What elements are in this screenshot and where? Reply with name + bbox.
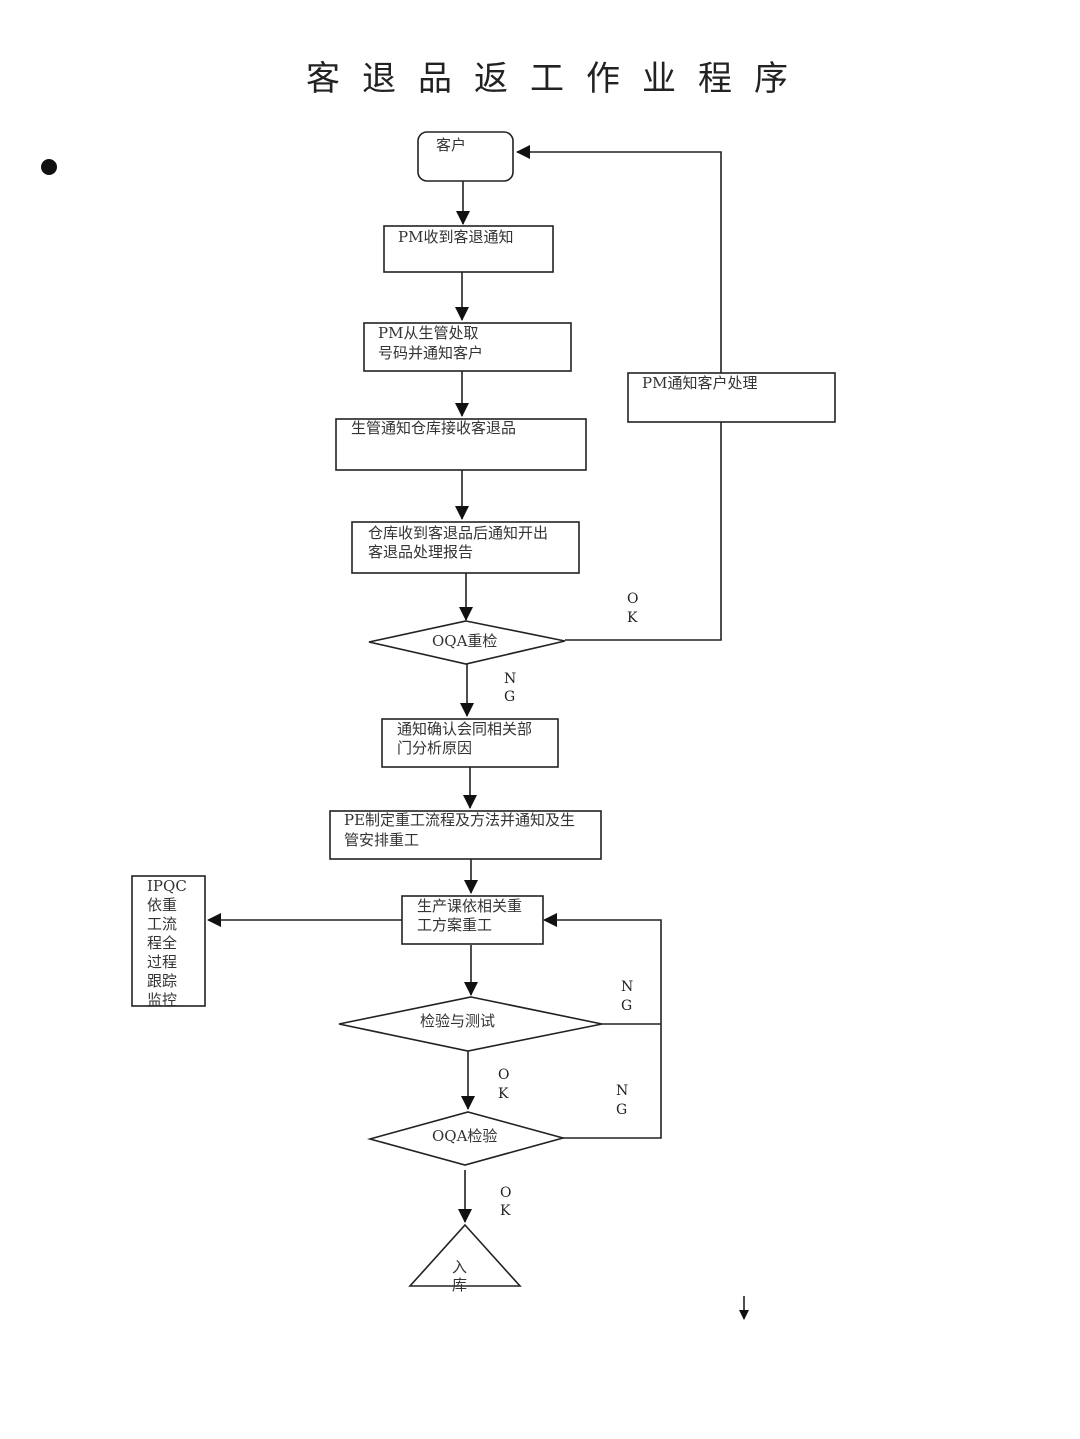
- label-inspect-test-ng-n: N: [621, 979, 633, 995]
- node-production-rework-line2: 工方案重工: [417, 916, 492, 934]
- node-pe-rework-plan: PE制定重工流程及方法并通知及生 管安排重工: [329, 810, 602, 860]
- node-pm-receive-shape: [383, 225, 554, 273]
- node-production-rework-line1: 生产课依相关重: [417, 897, 522, 915]
- node-oqa-recheck: OQA重检: [368, 620, 566, 665]
- label-oqa-recheck-ng-n: N: [504, 671, 516, 687]
- node-pc-notify-warehouse: 生管通知仓库接收客退品: [335, 418, 587, 471]
- node-stock-in: 入 库: [408, 1223, 522, 1294]
- node-warehouse-report-line1: 仓库收到客退品后通知开出: [368, 524, 548, 542]
- connectors: [207, 145, 749, 1320]
- page-title: 客退品返工作业程序: [306, 59, 810, 99]
- node-stock-in-line1: 入: [452, 1258, 467, 1276]
- node-warehouse-report-shape: [351, 521, 580, 574]
- label-oqa-recheck-ng-g: G: [504, 689, 515, 705]
- node-oqa-recheck-label: OQA重检: [432, 632, 497, 650]
- label-inspect-test-ok-k: K: [498, 1086, 509, 1102]
- node-ipqc-monitor-line1: IPQC: [147, 877, 187, 895]
- node-ipqc-monitor-line5: 过程: [147, 953, 177, 971]
- node-warehouse-report: 仓库收到客退品后通知开出 客退品处理报告: [351, 521, 580, 574]
- node-inspect-test-shape: [338, 996, 603, 1052]
- node-ipqc-monitor-line7: 监控: [147, 991, 177, 1009]
- label-oqa-inspect-ng-g: G: [616, 1102, 627, 1118]
- node-pm-receive-label: PM收到客退通知: [398, 228, 513, 246]
- edge-oqa-inspect-ng: [543, 913, 662, 1139]
- edge-labels: O K N G N G O K N G O K: [498, 591, 638, 1219]
- node-pc-notify-warehouse-shape: [335, 418, 587, 471]
- node-analyze-cause-line2: 门分析原因: [397, 739, 472, 757]
- node-stock-in-line2: 库: [452, 1276, 467, 1294]
- bullet-icon: [41, 159, 57, 175]
- node-pe-rework-plan-shape: [329, 810, 602, 860]
- node-pe-rework-plan-line2: 管安排重工: [344, 831, 419, 849]
- node-pm-notify-customer: PM通知客户处理: [627, 372, 836, 423]
- node-stock-in-shape: [408, 1223, 522, 1287]
- node-analyze-cause-shape: [381, 718, 559, 768]
- node-analyze-cause-line1: 通知确认会同相关部: [397, 720, 532, 738]
- node-pm-get-number-line1: PM从生管处取: [378, 324, 478, 342]
- node-ipqc-monitor-line2: 依重: [147, 896, 177, 914]
- node-analyze-cause: 通知确认会同相关部 门分析原因: [381, 718, 559, 768]
- node-customer-label: 客户: [436, 136, 466, 154]
- node-pm-notify-customer-label: PM通知客户处理: [642, 374, 757, 392]
- node-ipqc-monitor-line6: 跟踪: [147, 972, 177, 990]
- node-ipqc-monitor: IPQC 依重 工流 程全 过程 跟踪 监控: [131, 875, 206, 1009]
- label-inspect-test-ng-g: G: [621, 998, 632, 1014]
- node-ipqc-monitor-line4: 程全: [147, 934, 177, 952]
- node-pm-get-number-line2: 号码并通知客户: [378, 344, 483, 362]
- label-oqa-inspect-ng-n: N: [616, 1083, 628, 1099]
- node-oqa-inspect: OQA检验: [366, 1111, 567, 1166]
- node-production-rework-shape: [401, 895, 544, 945]
- node-pm-get-number: PM从生管处取 号码并通知客户: [363, 322, 572, 372]
- node-pe-rework-plan-line1: PE制定重工流程及方法并通知及生: [344, 811, 575, 829]
- node-oqa-recheck-shape: [368, 620, 566, 665]
- node-pm-get-number-shape: [363, 322, 572, 372]
- label-oqa-inspect-ok-k: K: [500, 1203, 511, 1219]
- node-inspect-test-label: 检验与测试: [420, 1012, 495, 1030]
- node-warehouse-report-line2: 客退品处理报告: [368, 543, 473, 561]
- node-pm-notify-customer-shape: [627, 372, 836, 423]
- edge-pm-notify-customer-to-customer: [516, 145, 722, 373]
- label-oqa-recheck-ok-k: K: [627, 610, 638, 626]
- node-pc-notify-warehouse-label: 生管通知仓库接收客退品: [351, 419, 516, 437]
- edge-oqa-recheck-ok: [565, 422, 722, 641]
- node-customer: 客户: [417, 131, 514, 182]
- label-oqa-recheck-ok-o: O: [627, 591, 638, 607]
- node-inspect-test: 检验与测试: [338, 996, 603, 1052]
- node-pm-receive: PM收到客退通知: [383, 225, 554, 273]
- node-customer-shape: [417, 131, 514, 182]
- node-ipqc-monitor-line3: 工流: [147, 915, 177, 933]
- node-production-rework: 生产课依相关重 工方案重工: [401, 895, 544, 945]
- label-oqa-inspect-ok-o: O: [500, 1185, 511, 1201]
- label-inspect-test-ok-o: O: [498, 1067, 509, 1083]
- node-oqa-inspect-shape: [366, 1111, 567, 1166]
- node-ipqc-monitor-shape: [131, 875, 206, 1007]
- node-oqa-inspect-label: OQA检验: [432, 1127, 497, 1145]
